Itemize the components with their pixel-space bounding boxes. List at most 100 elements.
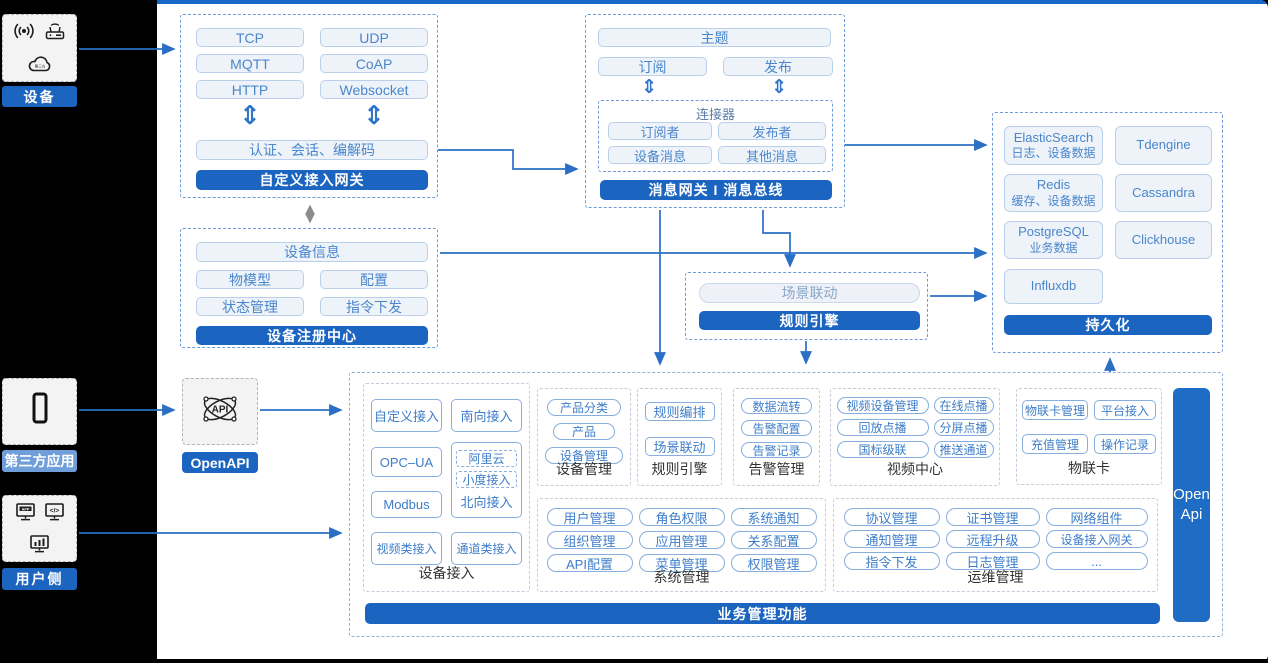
store-influxdb: Influxdb — [1004, 269, 1103, 304]
pill-gb-cascade: 国标级联 — [836, 441, 929, 458]
protocol-coap: CoAP — [320, 54, 428, 73]
open-api-bar-line1: Open — [1173, 485, 1210, 503]
protocol-tcp: TCP — [196, 28, 304, 47]
access-northbound-label: 北向接入 — [460, 495, 513, 510]
section-title: 设备管理 — [556, 461, 612, 477]
access-custom: 自定义接入 — [371, 399, 442, 432]
store-name: Tdengine — [1136, 137, 1191, 153]
section-title: 视频中心 — [887, 461, 943, 477]
store-name: Redis — [1036, 177, 1071, 193]
third-party-label: 第三方应用 — [2, 450, 77, 472]
pill-video-device-mgmt: 视频设备管理 — [836, 397, 929, 414]
access-opcua: OPC–UA — [371, 447, 442, 477]
pill-permission-mgmt: 权限管理 — [730, 554, 817, 572]
topic-pill: 主题 — [598, 28, 831, 47]
cloud-icon: 第三方 — [25, 53, 55, 80]
pill-scene-linkage: 场景联动 — [644, 437, 715, 456]
openapi-icon-box: API — [182, 378, 258, 445]
code-monitor-icon: </> — [43, 501, 66, 527]
pill-online-play: 在线点播 — [933, 397, 994, 414]
updown-arrow-icon: ⇕ — [363, 100, 385, 130]
device-icon-box: 第三方 — [2, 14, 77, 82]
protocol-udp: UDP — [320, 28, 428, 47]
pill-iotcard-mgmt: 物联卡管理 — [1022, 400, 1088, 420]
pill-remote-upgrade: 远程升级 — [945, 530, 1040, 548]
registry-status-mgmt: 状态管理 — [196, 297, 304, 316]
router-icon — [42, 19, 68, 48]
pill-menu-mgmt: 菜单管理 — [638, 554, 725, 572]
pill-more: ... — [1045, 552, 1148, 570]
rule-engine-mid-banner: 规则引擎 — [699, 311, 920, 330]
pill-api-config: API配置 — [546, 554, 633, 572]
business-banner: 业务管理功能 — [365, 603, 1160, 624]
section-video-center: 视频设备管理 在线点播 回放点播 分屏点播 国标级联 推送通道 视频中心 — [830, 388, 1000, 486]
svg-text:</>: </> — [49, 508, 59, 515]
device-registry-banner: 设备注册中心 — [196, 326, 428, 345]
access-southbound: 南向接入 — [451, 399, 522, 432]
access-xiaodu: 小度接入 — [456, 471, 517, 488]
persistence-banner: 持久化 — [1004, 315, 1212, 335]
section-title: 运维管理 — [967, 569, 1024, 585]
pill-platform-access: 平台接入 — [1094, 400, 1156, 420]
third-party-icon-box — [2, 378, 77, 445]
store-desc: 日志、设备数据 — [1011, 146, 1096, 161]
registry-command-dispatch: 指令下发 — [320, 297, 428, 316]
pill-operation-record: 操作记录 — [1094, 434, 1156, 454]
device-label: 设备 — [2, 86, 77, 107]
pill-device-mgmt: 设备管理 — [545, 447, 623, 464]
svg-text:APP: APP — [21, 507, 29, 511]
pill-alarm-record: 告警记录 — [741, 442, 812, 458]
pill-data-flow: 数据流转 — [741, 398, 812, 414]
pill-protocol-mgmt: 协议管理 — [843, 508, 940, 526]
store-name: ElasticSearch — [1013, 129, 1094, 145]
pill-product: 产品 — [553, 423, 615, 440]
smartphone-icon — [28, 390, 52, 433]
store-elasticsearch: ElasticSearch 日志、设备数据 — [1004, 126, 1103, 165]
protocol-websocket: Websocket — [320, 80, 428, 99]
registry-thing-model: 物模型 — [196, 270, 304, 289]
publish-pill: 发布 — [723, 57, 833, 76]
section-title: 规则引擎 — [651, 461, 708, 477]
scene-linkage-pill: 场景联动 — [699, 283, 920, 303]
access-channel: 通道类接入 — [451, 532, 522, 565]
updown-arrow-icon: ⇕ — [771, 77, 787, 98]
connector-subscriber: 订阅者 — [608, 122, 712, 140]
store-postgresql: PostgreSQL 业务数据 — [1004, 221, 1103, 259]
user-side-icon-box: APP </> — [2, 495, 77, 562]
pill-log-mgmt: 日志管理 — [945, 552, 1040, 570]
section-ops-mgmt: 协议管理 证书管理 网络组件 通知管理 远程升级 设备接入网关 指令下发 日志管… — [833, 498, 1158, 592]
connector-device-msg: 设备消息 — [608, 146, 712, 164]
pill-notice-mgmt: 通知管理 — [843, 530, 940, 548]
pill-push-channel: 推送通道 — [933, 441, 994, 458]
store-desc: 缓存、设备数据 — [1011, 193, 1096, 208]
access-aliyun: 阿里云 — [456, 450, 517, 467]
subscribe-pill: 订阅 — [598, 57, 707, 76]
store-desc: 业务数据 — [1029, 240, 1078, 255]
chart-monitor-icon — [28, 533, 51, 559]
pill-playback: 回放点播 — [836, 419, 929, 436]
pill-recharge-mgmt: 充值管理 — [1022, 434, 1088, 454]
pill-cert-mgmt: 证书管理 — [945, 508, 1040, 526]
access-northbound-group: 阿里云 小度接入 北向接入 — [451, 442, 522, 518]
pill-system-notice: 系统通知 — [730, 508, 817, 526]
access-modbus: Modbus — [371, 491, 442, 518]
protocol-mqtt: MQTT — [196, 54, 304, 73]
message-bus-banner: 消息网关 I 消息总线 — [600, 180, 832, 200]
store-tdengine: Tdengine — [1115, 126, 1212, 165]
store-redis: Redis 缓存、设备数据 — [1004, 174, 1103, 212]
updown-arrow-icon: ⇕ — [641, 77, 657, 98]
section-alarm: 数据流转 告警配置 告警记录 告警管理 — [733, 388, 820, 486]
section-iot-card: 物联卡管理 平台接入 充值管理 操作记录 物联卡 — [1016, 388, 1162, 485]
connector-publisher: 发布者 — [718, 122, 826, 140]
registry-config: 配置 — [320, 270, 428, 289]
custom-gateway-banner: 自定义接入网关 — [196, 170, 428, 190]
pill-user-mgmt: 用户管理 — [546, 508, 633, 526]
access-video: 视频类接入 — [371, 532, 442, 565]
svg-text:第三方: 第三方 — [34, 64, 45, 69]
pill-network-component: 网络组件 — [1045, 508, 1148, 526]
protocol-http: HTTP — [196, 80, 304, 99]
store-name: Influxdb — [1030, 278, 1077, 294]
store-name: Cassandra — [1132, 184, 1195, 200]
section-device-mgmt: 产品分类 产品 设备管理 设备管理 — [537, 388, 631, 486]
